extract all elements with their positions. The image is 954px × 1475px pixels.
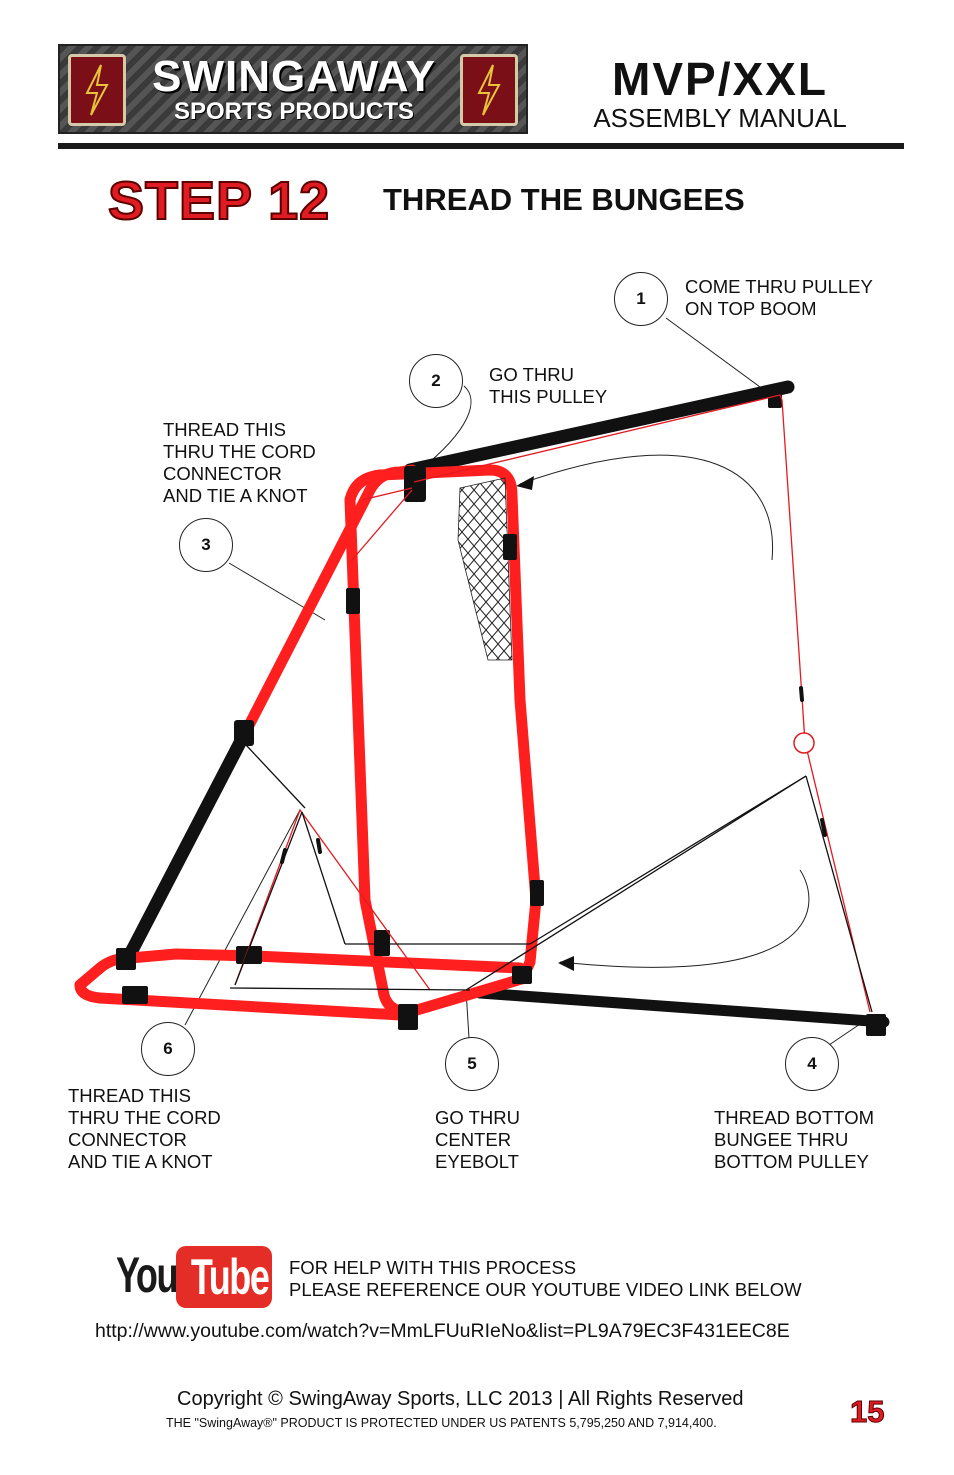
header-divider — [58, 143, 904, 149]
callout-6-number: 6 — [141, 1022, 195, 1076]
callout-1-number: 1 — [614, 272, 668, 326]
step-title: THREAD THE BUNGEES — [383, 182, 745, 217]
step-label: STEP 12 — [107, 170, 331, 232]
callout-1-text: COME THRU PULLEY ON TOP BOOM — [685, 276, 873, 319]
youtube-logo-you: You — [116, 1247, 178, 1303]
youtube-help-text: FOR HELP WITH THIS PROCESS PLEASE REFERE… — [289, 1257, 802, 1300]
copyright-text: Copyright © SwingAway Sports, LLC 2013 |… — [177, 1388, 744, 1410]
manual-title: ASSEMBLY MANUAL — [593, 103, 847, 133]
logo-brand-subtitle: SPORTS PRODUCTS — [173, 98, 415, 125]
lightning-bolt-icon — [68, 54, 126, 126]
logo-brand-name: SWINGAWAY — [152, 52, 436, 101]
youtube-logo[interactable]: You Tube — [116, 1246, 272, 1310]
callout-4-number: 4 — [785, 1037, 839, 1091]
callout-6-text: THREAD THIS THRU THE CORD CONNECTOR AND … — [68, 1085, 221, 1172]
youtube-logo-tube-box — [176, 1246, 272, 1308]
page-number: 15 — [849, 1394, 885, 1430]
callout-3-text: THREAD THIS THRU THE CORD CONNECTOR AND … — [163, 419, 316, 506]
callout-5-text: GO THRU CENTER EYEBOLT — [435, 1107, 520, 1172]
patent-notice: THE "SwingAway®" PRODUCT IS PROTECTED UN… — [166, 1416, 717, 1430]
youtube-logo-tube: Tube — [190, 1249, 270, 1305]
model-name: MVP/XXL — [612, 53, 828, 105]
callout-4-text: THREAD BOTTOM BUNGEE THRU BOTTOM PULLEY — [714, 1107, 874, 1172]
brand-logo: SWINGAWAY SPORTS PRODUCTS — [58, 44, 528, 134]
callout-2-text: GO THRU THIS PULLEY — [489, 364, 608, 407]
callout-5-number: 5 — [445, 1037, 499, 1091]
callout-2-number: 2 — [409, 354, 463, 408]
youtube-video-link[interactable]: http://www.youtube.com/watch?v=MmLFUuRIe… — [95, 1320, 790, 1342]
callout-3-number: 3 — [179, 518, 233, 572]
lightning-bolt-icon — [460, 54, 518, 126]
